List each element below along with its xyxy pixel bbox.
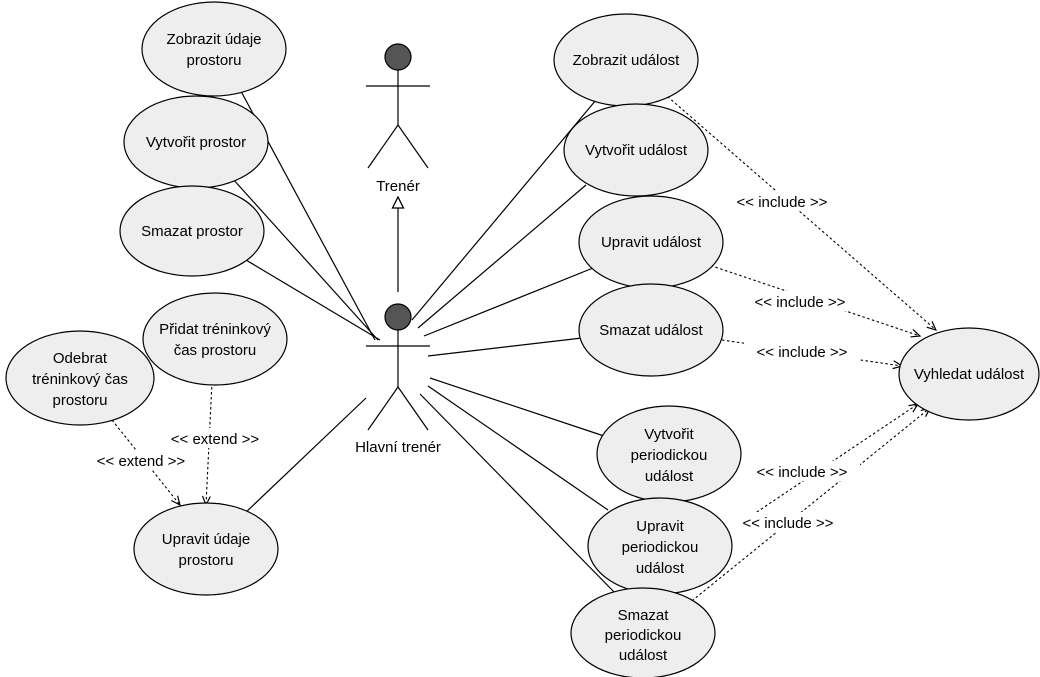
include-label-2: << include >> bbox=[755, 294, 846, 311]
svg-text:Zobrazit událost: Zobrazit událost bbox=[573, 52, 681, 69]
assoc-delete-periodic bbox=[419, 393, 619, 597]
extend-label-1: << extend >> bbox=[171, 431, 260, 448]
assoc-edit-event bbox=[423, 265, 599, 337]
svg-text:Upravit událost: Upravit událost bbox=[601, 234, 702, 251]
use-case-delete-space[interactable]: Smazat prostor bbox=[119, 185, 265, 277]
use-case-edit-event[interactable]: Upravit událost bbox=[578, 195, 724, 289]
svg-text:Smazat událost: Smazat událost bbox=[599, 322, 703, 339]
include-label-5: << include >> bbox=[743, 515, 834, 532]
actor-head-trainer-label: Hlavní trenér bbox=[355, 439, 441, 456]
assoc-edit-space bbox=[243, 397, 367, 515]
svg-text:Vytvořit prostor: Vytvořit prostor bbox=[146, 134, 246, 151]
extend-label-2: << extend >> bbox=[97, 453, 186, 470]
include-delete-periodic bbox=[687, 408, 930, 605]
dependency-labels: << include >> << include >> << include >… bbox=[84, 191, 860, 532]
associations bbox=[231, 81, 619, 597]
assoc-create-periodic bbox=[429, 377, 605, 437]
use-case-show-event[interactable]: Zobrazit událost bbox=[553, 13, 699, 107]
assoc-show-event bbox=[411, 99, 597, 321]
assoc-delete-space bbox=[245, 259, 381, 341]
actor-trainer-label: Trenér bbox=[376, 178, 420, 195]
include-edit-periodic bbox=[735, 404, 918, 527]
assoc-edit-periodic bbox=[427, 385, 609, 511]
actor-trainer: Trenér bbox=[366, 43, 430, 195]
include-label-1: << include >> bbox=[737, 194, 828, 211]
use-case-find-event[interactable]: Vyhledat událost bbox=[898, 327, 1040, 421]
svg-text:Vytvořit událost: Vytvořit událost bbox=[585, 142, 688, 159]
use-case-create-space[interactable]: Vytvořit prostor bbox=[123, 95, 269, 189]
assoc-delete-event bbox=[427, 337, 583, 357]
actor-trainer-head-icon bbox=[384, 43, 412, 71]
use-case-create-event[interactable]: Vytvořit událost bbox=[563, 103, 709, 197]
include-label-3: << include >> bbox=[757, 344, 848, 361]
include-label-4: << include >> bbox=[757, 464, 848, 481]
assoc-create-space bbox=[231, 177, 379, 341]
actor-head-trainer-head-icon bbox=[384, 303, 412, 331]
use-case-delete-event[interactable]: Smazat událost bbox=[578, 283, 724, 377]
extend-remove-training bbox=[111, 419, 180, 505]
svg-text:Smazat prostor: Smazat prostor bbox=[141, 223, 243, 240]
svg-text:Vyhledat událost: Vyhledat událost bbox=[914, 366, 1025, 383]
actor-head-trainer: Hlavní trenér bbox=[355, 303, 441, 456]
assoc-create-event bbox=[417, 184, 587, 329]
include-show-event bbox=[659, 89, 936, 330]
